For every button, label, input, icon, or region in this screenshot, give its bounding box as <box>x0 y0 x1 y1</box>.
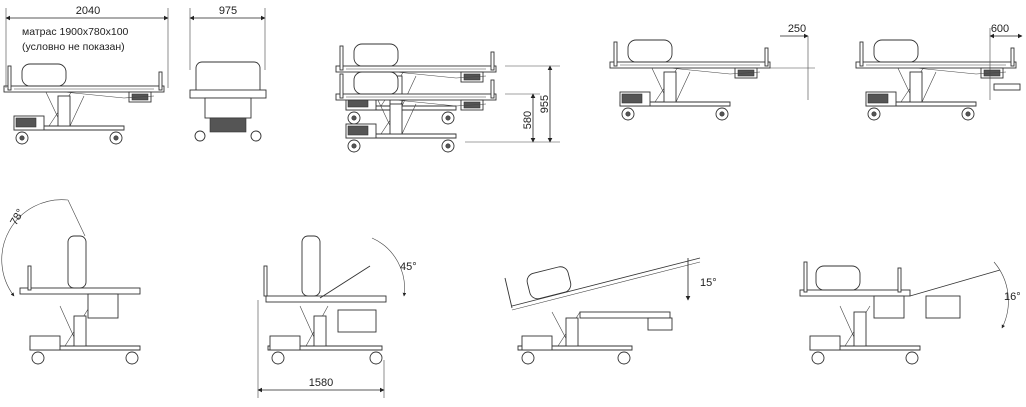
view-extension-600: 600 <box>855 23 1023 121</box>
reverse-angle-label: 16° <box>1004 291 1021 303</box>
extension-250-label: 250 <box>788 23 806 35</box>
view-end: 975 <box>189 5 267 142</box>
tilt45-label: 45° <box>400 261 417 273</box>
trendelenburg-label: 15° <box>700 277 717 289</box>
view-tilt-45: 45° 1580 <box>257 235 417 398</box>
view-trendelenburg-15: 15° <box>504 257 717 365</box>
backrest-angle-label: 78° <box>8 207 27 227</box>
width-dim-label: 975 <box>219 5 237 17</box>
view-backrest-78: 78° <box>1 199 141 365</box>
mattress-note-line2: (условно не показан) <box>22 41 125 53</box>
mattress-note-line1: матрас 1900х780х100 <box>22 26 129 38</box>
extension-600-label: 600 <box>991 23 1009 35</box>
view-reverse-16: 16° <box>799 261 1021 365</box>
height-max-label: 955 <box>539 95 551 113</box>
length-dim-label: 2040 <box>76 5 100 17</box>
base-length-label: 1580 <box>309 377 333 389</box>
view-extension-250: 250 <box>609 23 815 121</box>
view-height-range: 955 580 <box>335 43 560 153</box>
view-side-full: 2040 матрас 1900х780х100 (условно не пок… <box>3 5 169 145</box>
height-min-label: 580 <box>522 111 534 129</box>
